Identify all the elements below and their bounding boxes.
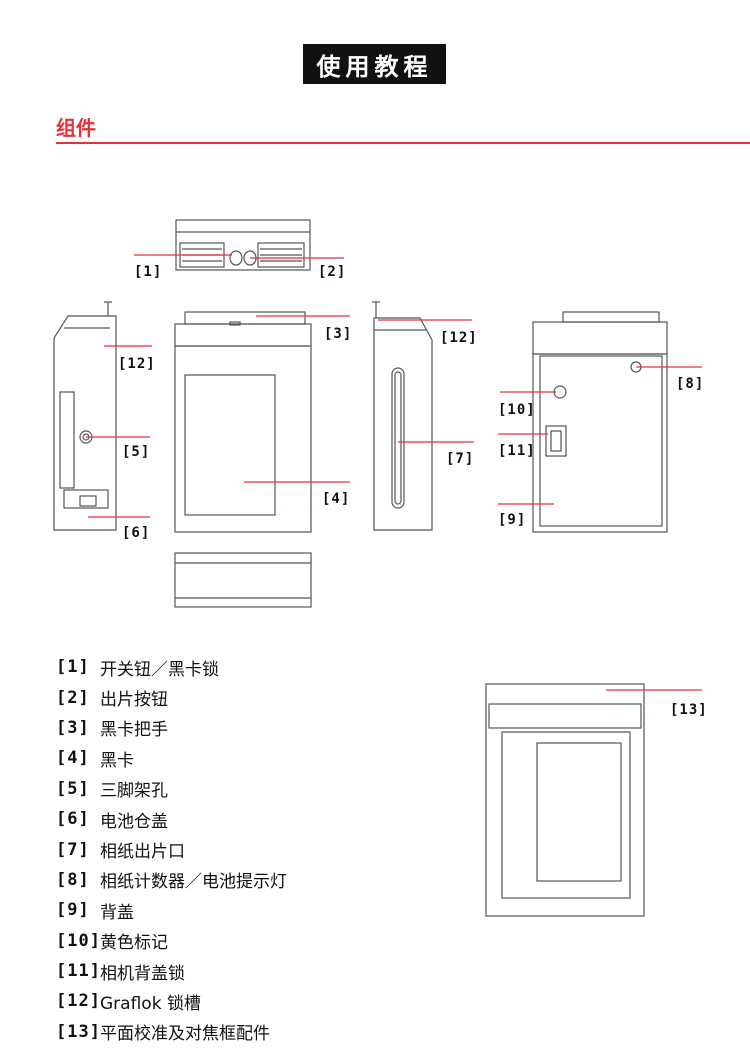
legend-number: [11] (56, 961, 101, 982)
legend-number: [12] (56, 991, 101, 1012)
legend-text: 相纸出片口 (100, 842, 185, 863)
legend-number: [3] (56, 717, 90, 738)
legend-number: [4] (56, 748, 90, 769)
legend-text: 背盖 (100, 902, 134, 923)
callout-8: [8] (676, 376, 704, 392)
bottom-view-drawing (174, 552, 312, 608)
section-title: 组件 (56, 116, 96, 140)
callout-1: [1] (134, 264, 162, 280)
legend-text: 黑卡把手 (100, 720, 168, 741)
right-side-view-drawing (372, 301, 433, 531)
legend-text: 平面校准及对焦框配件 (100, 1024, 270, 1045)
callout-11: [11] (498, 443, 536, 459)
legend-text: 出片按钮 (100, 690, 168, 711)
callout-7: [7] (446, 451, 474, 467)
legend-item: [13]平面校准及对焦框配件 (56, 1017, 287, 1047)
legend-item: [11]相机背盖锁 (56, 956, 287, 986)
page-title: 使用教程 (303, 44, 446, 84)
legend-item: [8] 相纸计数器／电池提示灯 (56, 865, 287, 895)
legend-number: [13] (56, 1021, 101, 1042)
callout-3: [3] (324, 326, 352, 342)
legend-text: 电池仓盖 (100, 811, 168, 832)
legend-text: 黄色标记 (100, 933, 168, 954)
left-side-view-drawing (53, 301, 117, 531)
callout-6: [6] (122, 525, 150, 541)
callout-2: [2] (318, 264, 346, 280)
legend-text: 相机背盖锁 (100, 963, 185, 984)
legend-number: [10] (56, 930, 101, 951)
legend-number: [8] (56, 869, 90, 890)
callout-13: [13] (670, 702, 708, 718)
legend-text: 黑卡 (100, 750, 134, 771)
callout-12-left: [12] (118, 356, 156, 372)
legend-number: [7] (56, 839, 90, 860)
callout-12-right: [12] (440, 330, 478, 346)
legend-text: 开关钮／黑卡锁 (100, 659, 219, 680)
callout-10: [10] (498, 402, 536, 418)
section-divider (56, 142, 750, 144)
legend-number: [9] (56, 900, 90, 921)
legend-text: 三脚架孔 (100, 781, 168, 802)
legend-item: [10]黄色标记 (56, 926, 287, 956)
legend-item: [9] 背盖 (56, 895, 287, 925)
legend-item: [2] 出片按钮 (56, 682, 287, 712)
legend-text: Graflok 锁槽 (100, 993, 201, 1014)
focus-frame-accessory-drawing (485, 683, 645, 917)
legend-number: [6] (56, 809, 90, 830)
top-view-drawing (175, 219, 311, 271)
callout-5: [5] (122, 444, 150, 460)
legend-number: [1] (56, 657, 90, 678)
legend-item: [1] 开关钮／黑卡锁 (56, 652, 287, 682)
legend-item: [3] 黑卡把手 (56, 713, 287, 743)
callout-9: [9] (498, 512, 526, 528)
legend-item: [12]Graflok 锁槽 (56, 986, 287, 1016)
legend-text: 相纸计数器／电池提示灯 (100, 872, 287, 893)
legend-item: [7] 相纸出片口 (56, 834, 287, 864)
component-legend: [1] 开关钮／黑卡锁 [2] 出片按钮 [3] 黑卡把手 [4] 黑卡 [5] 三脚架孔… (56, 652, 287, 1047)
legend-item: [6] 电池仓盖 (56, 804, 287, 834)
back-view-drawing (532, 311, 668, 533)
legend-number: [5] (56, 778, 90, 799)
legend-item: [5] 三脚架孔 (56, 774, 287, 804)
legend-number: [2] (56, 687, 90, 708)
legend-item: [4] 黑卡 (56, 743, 287, 773)
callout-4: [4] (322, 491, 350, 507)
front-view-drawing (174, 311, 312, 533)
